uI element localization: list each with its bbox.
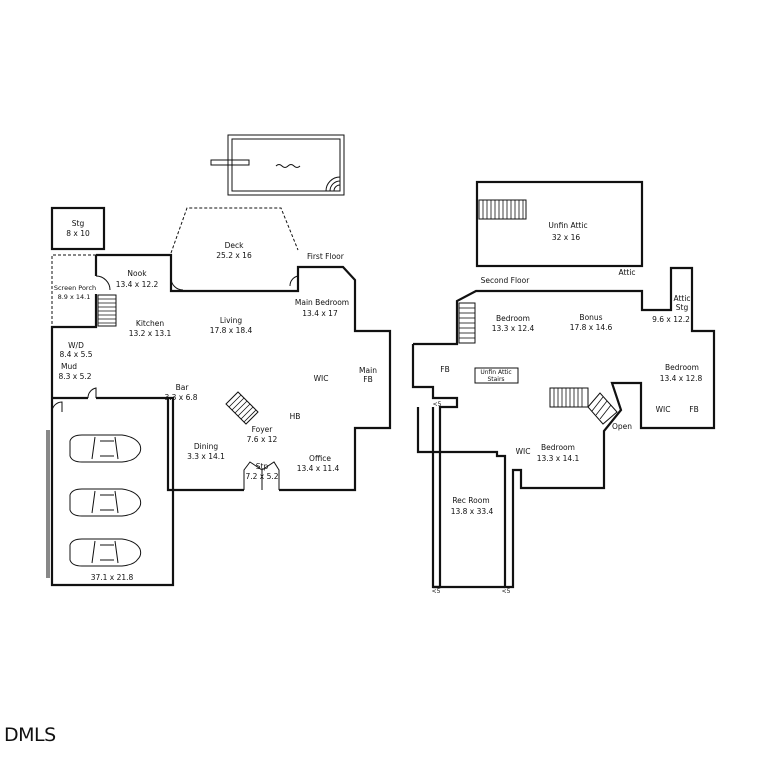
room-dim: 13.4 x 12.2 [116, 280, 159, 289]
car-icon [69, 488, 142, 517]
stairs-icon [225, 391, 259, 425]
low-ceiling-label: <5 [502, 588, 511, 595]
room-label: Nook [127, 269, 147, 278]
room-dim: 13.4 x 17 [302, 309, 338, 318]
room-label: Screen Porch [54, 284, 96, 292]
pool-icon [210, 134, 345, 196]
room-label: Deck [225, 241, 245, 250]
stairs-icon [549, 387, 618, 425]
room-label: FB [689, 405, 698, 414]
room-label: Mud [61, 362, 77, 371]
room-label: Office [309, 454, 331, 463]
room-label: Main [359, 366, 377, 375]
room-dim: 8.4 x 5.5 [59, 350, 92, 359]
foyer-door [243, 461, 280, 490]
room-label: WIC [656, 405, 671, 414]
room-label: Kitchen [136, 319, 164, 328]
room-label: WIC [314, 374, 329, 383]
room-label: Attic [673, 294, 690, 303]
room-dim: 13.3 x 12.4 [492, 324, 535, 333]
storage-room [50, 206, 106, 251]
room-dim: 9.6 x 12.2 [652, 315, 690, 324]
room-label: Foyer [252, 425, 274, 434]
room-dim: 8.9 x 14.1 [58, 293, 91, 301]
room-dim: 32 x 16 [552, 233, 581, 242]
floor-title: Second Floor [481, 276, 531, 285]
room-dim: 13.8 x 33.4 [451, 507, 494, 516]
room-label: Attic [618, 268, 635, 277]
room-label: Bedroom [665, 363, 699, 372]
room-dim: 17.8 x 18.4 [210, 326, 253, 335]
room-label: Stairs [487, 376, 504, 383]
room-dim: 13.4 x 11.4 [297, 464, 340, 473]
room-label: W/D [68, 341, 84, 350]
dmls-logo: DMLS [4, 724, 56, 746]
car-icon [69, 434, 142, 463]
room-label: Rec Room [452, 496, 489, 505]
room-dim: 8.3 x 5.2 [58, 372, 91, 381]
room-label: Dining [194, 442, 218, 451]
room-label: Stg [676, 303, 689, 312]
room-label: HB [290, 412, 301, 421]
room-label: FB [440, 365, 449, 374]
first-floor: First Floor Stg 8 x 10 Deck 25.2 x 16 No… [46, 206, 392, 587]
room-dim: 17.8 x 14.6 [570, 323, 613, 332]
room-dim: 13.3 x 14.1 [537, 454, 580, 463]
door-icon [95, 275, 111, 291]
room-label: Living [220, 316, 243, 325]
room-dim: 13.2 x 13.1 [129, 329, 172, 338]
room-dim: 25.2 x 16 [216, 251, 252, 260]
room-label: Bonus [579, 313, 602, 322]
low-ceiling-label: <5 [432, 588, 441, 595]
room-label: FB [363, 375, 372, 384]
room-dim: 3.3 x 6.8 [164, 393, 197, 402]
room-dim: 7.6 x 12 [247, 435, 278, 444]
first-floor-walls [50, 253, 392, 587]
room-dim: 13.4 x 12.8 [660, 374, 703, 383]
room-label: Stg [72, 219, 85, 228]
unfin-attic-room [475, 180, 644, 268]
attic-stairs-box [474, 367, 519, 384]
room-dim: 8 x 10 [66, 229, 90, 238]
stairs-icon [478, 199, 527, 220]
room-dim: 3.3 x 14.1 [187, 452, 225, 461]
room-label: Bedroom [496, 314, 530, 323]
second-floor: Unfin Attic 32 x 16 Attic Second Floor A… [411, 180, 716, 595]
floor-title: First Floor [307, 252, 345, 261]
low-ceiling-label: <5 [433, 401, 442, 408]
room-label: Bedroom [541, 443, 575, 452]
room-label: Main Bedroom [295, 298, 349, 307]
room-label: Unfin Attic [480, 369, 511, 376]
car-icon [69, 538, 142, 567]
room-label: Stp [256, 462, 269, 471]
room-label: Open [612, 422, 632, 431]
room-label: WIC [516, 447, 531, 456]
room-label: Unfin Attic [548, 221, 587, 230]
stairs-icon [458, 302, 476, 344]
room-dim: 7.2 x 5.2 [245, 472, 278, 481]
room-dim: 37.1 x 21.8 [91, 573, 134, 582]
stairs-icon [97, 294, 117, 327]
room-label: Bar [176, 383, 190, 392]
